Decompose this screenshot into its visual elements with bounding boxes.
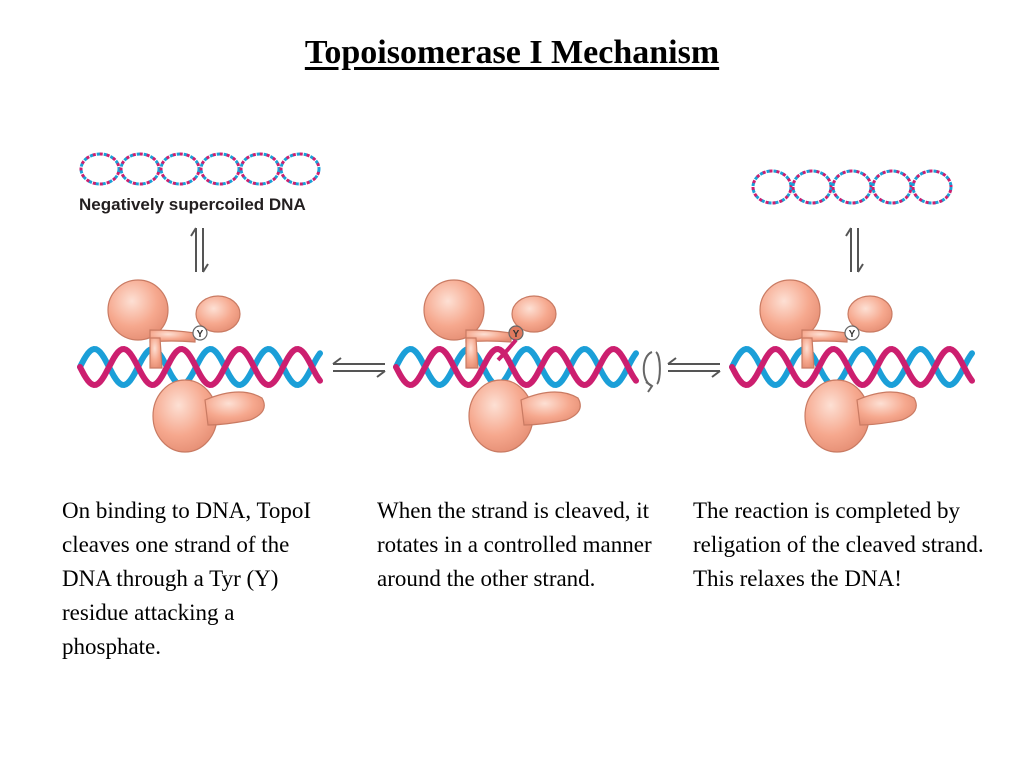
supercoiled-dna-left bbox=[79, 152, 321, 186]
complex-cleaved-rotation: Y bbox=[393, 279, 639, 453]
dna-loop bbox=[239, 152, 281, 186]
topoisomerase-enzyme bbox=[423, 279, 581, 453]
dna-strand bbox=[77, 345, 323, 389]
relaxed-dna-right bbox=[751, 169, 953, 205]
equilibrium-arrow-step1 bbox=[332, 357, 386, 378]
tyrosine-marker: Y bbox=[508, 325, 524, 341]
dna-loop bbox=[911, 169, 953, 205]
dna-loop bbox=[79, 152, 121, 186]
dna-strand bbox=[77, 345, 323, 389]
topoisomerase-enzyme bbox=[759, 279, 917, 453]
dna-loop bbox=[751, 169, 793, 205]
tyrosine-label: Y bbox=[849, 329, 856, 340]
equilibrium-arrow-left bbox=[190, 227, 209, 273]
complex-binding: Y bbox=[77, 279, 323, 453]
tyrosine-label: Y bbox=[513, 329, 520, 340]
page-title: Topoisomerase I Mechanism bbox=[304, 34, 720, 71]
equilibrium-arrow-step2 bbox=[667, 357, 721, 378]
dna-loop bbox=[791, 169, 833, 205]
tyrosine-label: Y bbox=[197, 329, 204, 340]
tyrosine-marker: Y bbox=[192, 325, 208, 341]
complex-religated: Y bbox=[729, 279, 975, 453]
topoisomerase-enzyme bbox=[107, 279, 265, 453]
dna-loop bbox=[199, 152, 241, 186]
dna-loop bbox=[159, 152, 201, 186]
dna-loop bbox=[279, 152, 321, 186]
dna-strand bbox=[729, 345, 975, 389]
dna-strand bbox=[393, 345, 639, 389]
dna-loop bbox=[871, 169, 913, 205]
supercoiled-dna-label: Negatively supercoiled DNA bbox=[79, 195, 306, 214]
caption-step3: The reaction is completed by religation … bbox=[693, 498, 984, 591]
dna-strand bbox=[393, 345, 639, 389]
caption-step1: On binding to DNA, TopoI cleaves one str… bbox=[62, 498, 312, 659]
mechanism-diagram: Negatively supercoiled DNA Y Y Y bbox=[77, 152, 975, 453]
equilibrium-arrow-right bbox=[845, 227, 864, 273]
caption-step2: When the strand is cleaved, it rotates i… bbox=[377, 498, 652, 591]
rotation-arrow-icon bbox=[642, 351, 661, 393]
cleaved-strand-end bbox=[496, 338, 518, 362]
dna-loop bbox=[119, 152, 161, 186]
dna-strand bbox=[729, 345, 975, 389]
dna-loop bbox=[831, 169, 873, 205]
tyrosine-marker: Y bbox=[844, 325, 860, 341]
